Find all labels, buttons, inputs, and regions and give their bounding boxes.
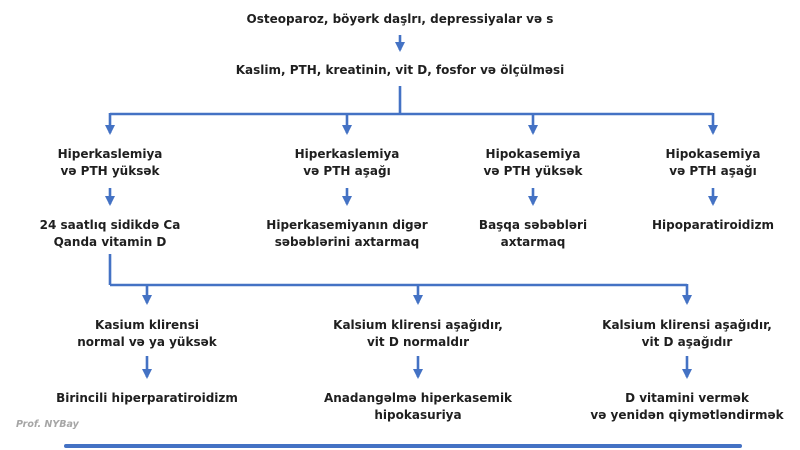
node-condition-hypercalcemia-pth-high: Hiperkaslemiya və PTH yüksək xyxy=(57,147,163,178)
node-symptoms: Osteoparoz, böyərk daşlrı, depressiyalar… xyxy=(246,12,554,26)
node-result-congenital-hypercalcemic-hypocalciuria: Anadangəlmə hiperkasemik hipokasuriya xyxy=(323,391,513,422)
node-result-other-causes: Başqa səbəbləri axtarmaq xyxy=(478,218,588,249)
node-result-other-hypercalcemia-causes: Hiperkasemiyanın digər səbəblərini axtar… xyxy=(266,218,428,249)
node-condition-hypercalcemia-pth-low: Hiperkaslemiya və PTH aşağı xyxy=(294,147,400,178)
node-tests: Kaslim, PTH, kreatinin, vit D, fosfor və… xyxy=(235,63,565,77)
video-progress-bar[interactable] xyxy=(64,444,742,448)
node-condition-clearance-low-vitd-normal: Kalsium klirensi aşağıdır, vit D normald… xyxy=(333,318,503,349)
node-condition-hypocalcemia-pth-high: Hipokasemiya və PTH yüksək xyxy=(483,147,583,178)
node-result-urine-ca-vitd: 24 saatlıq sidikdə Ca Qanda vitamin D xyxy=(39,218,181,249)
node-condition-clearance-normal: Kasium klirensi normal və ya yüksək xyxy=(77,318,217,349)
node-condition-clearance-low-vitd-low: Kalsium klirensi aşağıdır, vit D aşağıdı… xyxy=(602,318,772,349)
node-result-primary-hyperparathyroidism: Birincili hiperparatiroidizm xyxy=(56,391,238,405)
author-credit: Prof. NYBay xyxy=(16,419,79,430)
node-result-hypoparathyroidism: Hipoparatiroidizm xyxy=(651,218,774,232)
node-result-give-vitamin-d: D vitamini vermək və yenidən qiymətləndi… xyxy=(590,391,784,422)
node-condition-hypocalcemia-pth-low: Hipokasemiya və PTH aşağı xyxy=(665,147,761,178)
